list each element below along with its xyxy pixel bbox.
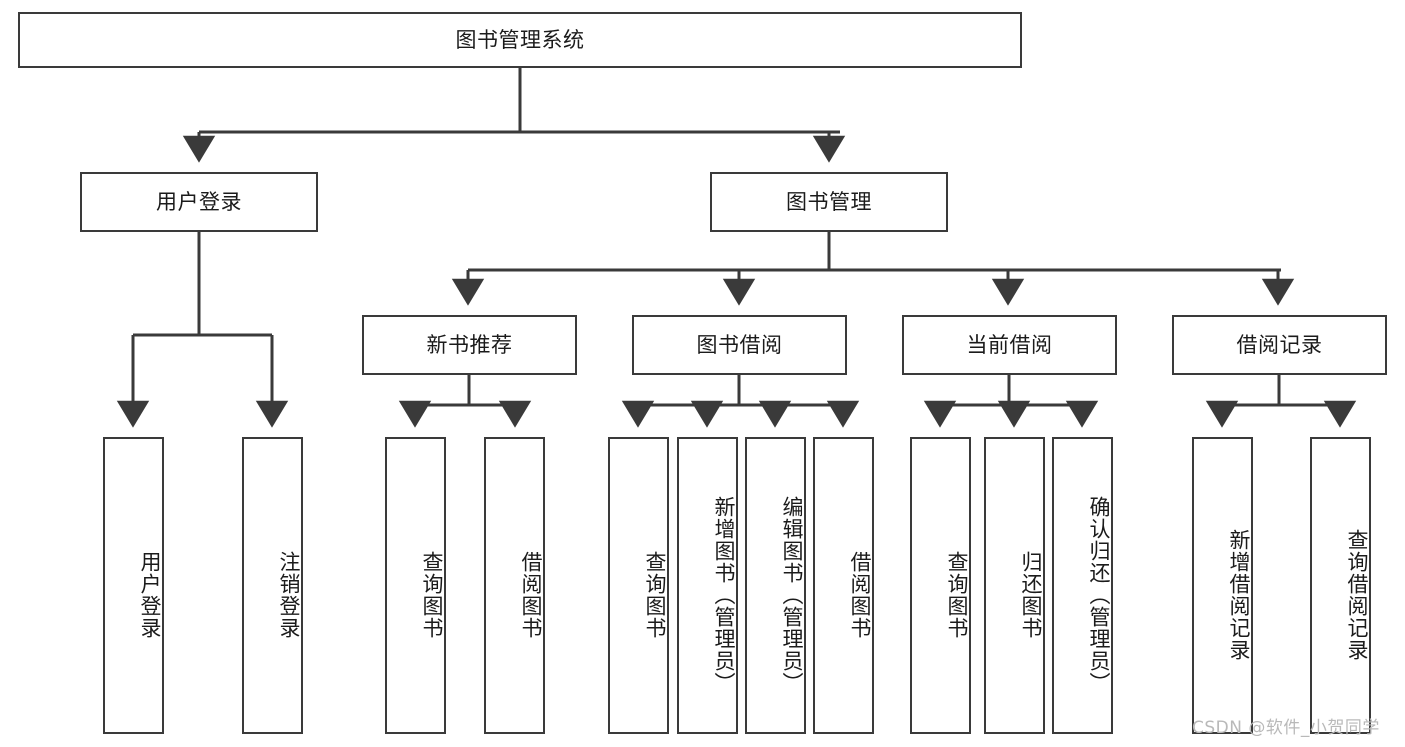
node-root-label: 图书管理系统 bbox=[455, 27, 585, 52]
node-book-management-label: 图书管理 bbox=[786, 189, 872, 214]
leaf-record-add[interactable]: 新增借阅记录 bbox=[1192, 437, 1253, 734]
node-book-management[interactable]: 图书管理 bbox=[710, 172, 948, 232]
leaf-borrow-add-book[interactable]: 新增图书（管理员） bbox=[677, 437, 738, 734]
node-current-borrow[interactable]: 当前借阅 bbox=[902, 315, 1117, 375]
leaf-user-logout[interactable]: 注销登录 bbox=[242, 437, 303, 734]
node-new-book-recommend-label: 新书推荐 bbox=[426, 332, 513, 357]
leaf-current-query-book[interactable]: 查询图书 bbox=[910, 437, 971, 734]
leaf-borrow-query-book-label: 查询图书 bbox=[643, 550, 667, 639]
leaf-current-confirm-return[interactable]: 确认归还（管理员） bbox=[1052, 437, 1113, 734]
leaf-record-add-label: 新增借阅记录 bbox=[1227, 528, 1251, 661]
node-new-book-recommend[interactable]: 新书推荐 bbox=[362, 315, 577, 375]
leaf-current-return-book[interactable]: 归还图书 bbox=[984, 437, 1045, 734]
leaf-user-logout-label: 注销登录 bbox=[277, 550, 301, 639]
csdn-watermark: CSDN @软件_小贺同学 bbox=[1192, 718, 1380, 738]
leaf-user-login[interactable]: 用户登录 bbox=[103, 437, 164, 734]
leaf-current-query-book-label: 查询图书 bbox=[945, 550, 969, 639]
leaf-borrow-query-book[interactable]: 查询图书 bbox=[608, 437, 669, 734]
leaf-borrow-borrow-book-label: 借阅图书 bbox=[848, 550, 872, 639]
node-borrow-record-label: 借阅记录 bbox=[1236, 332, 1323, 357]
leaf-borrow-edit-book-label: 编辑图书（管理员） bbox=[780, 495, 804, 694]
leaf-current-confirm-return-label: 确认归还（管理员） bbox=[1087, 495, 1111, 694]
node-book-borrow[interactable]: 图书借阅 bbox=[632, 315, 847, 375]
leaf-record-query-label: 查询借阅记录 bbox=[1345, 528, 1369, 661]
leaf-user-login-label: 用户登录 bbox=[138, 550, 162, 639]
leaf-recommend-borrow-book-label: 借阅图书 bbox=[519, 550, 543, 639]
leaf-recommend-query-book-label: 查询图书 bbox=[420, 550, 444, 639]
node-user-login[interactable]: 用户登录 bbox=[80, 172, 318, 232]
leaf-borrow-borrow-book[interactable]: 借阅图书 bbox=[813, 437, 874, 734]
node-book-borrow-label: 图书借阅 bbox=[696, 332, 783, 357]
node-borrow-record[interactable]: 借阅记录 bbox=[1172, 315, 1387, 375]
node-user-login-label: 用户登录 bbox=[156, 189, 242, 214]
leaf-record-query[interactable]: 查询借阅记录 bbox=[1310, 437, 1371, 734]
leaf-current-return-book-label: 归还图书 bbox=[1019, 550, 1043, 639]
node-root[interactable]: 图书管理系统 bbox=[18, 12, 1022, 68]
leaf-recommend-query-book[interactable]: 查询图书 bbox=[385, 437, 446, 734]
leaf-recommend-borrow-book[interactable]: 借阅图书 bbox=[484, 437, 545, 734]
leaf-borrow-edit-book[interactable]: 编辑图书（管理员） bbox=[745, 437, 806, 734]
node-current-borrow-label: 当前借阅 bbox=[966, 332, 1053, 357]
leaf-borrow-add-book-label: 新增图书（管理员） bbox=[712, 495, 736, 694]
